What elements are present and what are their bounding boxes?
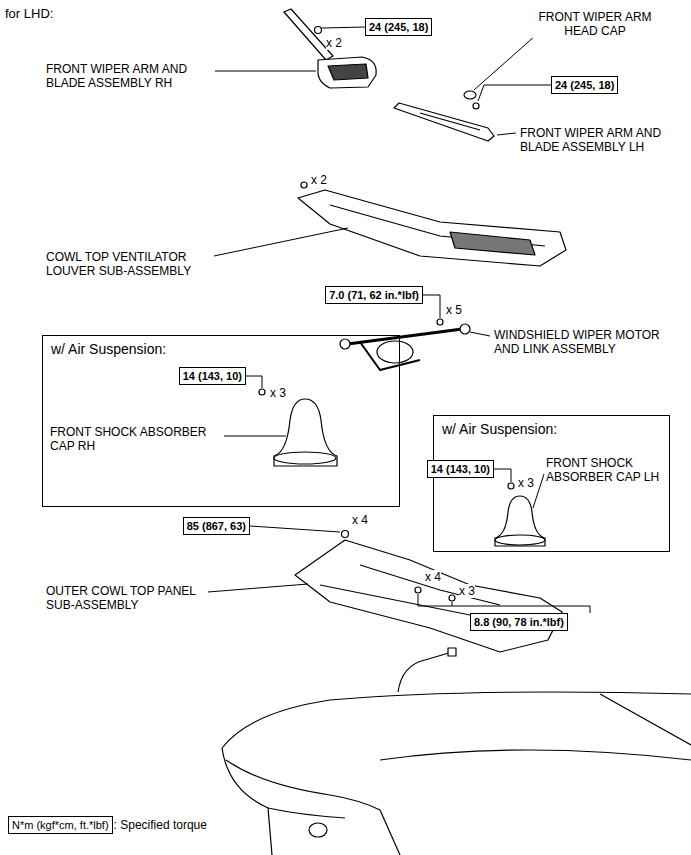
quantity-label: x 4 — [352, 513, 368, 527]
part-name: FRONT SHOCK ABSORBER CAP LH — [546, 456, 664, 484]
panel-heading: w/ Air Suspension: — [442, 421, 661, 438]
part-name: FRONT SHOCK ABSORBER CAP RH — [50, 425, 220, 453]
part-name: : Specified torque — [114, 818, 207, 832]
torque-box: 85 (867, 63) — [183, 517, 250, 535]
part-name: FRONT WIPER ARM AND BLADE ASSEMBLY RH — [46, 62, 211, 90]
part-name: COWL TOP VENTILATOR LOUVER SUB-ASSEMBLY — [46, 250, 211, 278]
quantity-label: x 2 — [326, 36, 342, 50]
torque-value: N*m (kgf*cm, ft.*lbf) — [12, 819, 109, 831]
legend-box: N*m (kgf*cm, ft.*lbf) — [8, 816, 113, 834]
quantity-label: x 2 — [311, 173, 327, 187]
torque-value: 7.0 (71, 62 in.*lbf) — [329, 289, 419, 301]
torque-value: 14 (143, 10) — [431, 463, 490, 475]
torque-box: 14 (143, 10) — [179, 367, 246, 385]
part-name: WINDSHIELD WIPER MOTOR AND LINK ASSEMBLY — [494, 328, 669, 356]
torque-box: 24 (245, 18) — [365, 18, 432, 36]
quantity-label: x 4 — [425, 570, 441, 584]
part-name: for LHD: — [5, 6, 53, 22]
panel-heading: w/ Air Suspension: — [51, 341, 391, 358]
torque-box: 7.0 (71, 62 in.*lbf) — [325, 286, 423, 304]
torque-value: 85 (867, 63) — [187, 520, 246, 532]
quantity-label: x 5 — [446, 303, 462, 317]
part-name: OUTER COWL TOP PANEL SUB-ASSEMBLY — [46, 584, 206, 612]
part-name: FRONT WIPER ARM AND BLADE ASSEMBLY LH — [520, 126, 685, 154]
option-panel: w/ Air Suspension: 14 (143, 10) — [42, 335, 400, 507]
torque-box: 8.8 (90, 78 in.*lbf) — [470, 613, 568, 631]
quantity-label: x 3 — [459, 584, 475, 598]
torque-value: 8.8 (90, 78 in.*lbf) — [474, 616, 564, 628]
quantity-label: x 3 — [270, 386, 286, 400]
torque-box: 24 (245, 18) — [551, 76, 618, 94]
torque-value: 14 (143, 10) — [183, 370, 242, 382]
quantity-label: x 3 — [518, 476, 534, 490]
torque-box: 14 (143, 10) — [427, 460, 494, 478]
torque-value: 24 (245, 18) — [555, 79, 614, 91]
torque-value: 24 (245, 18) — [369, 21, 428, 33]
part-name: FRONT WIPER ARM HEAD CAP — [525, 10, 665, 38]
